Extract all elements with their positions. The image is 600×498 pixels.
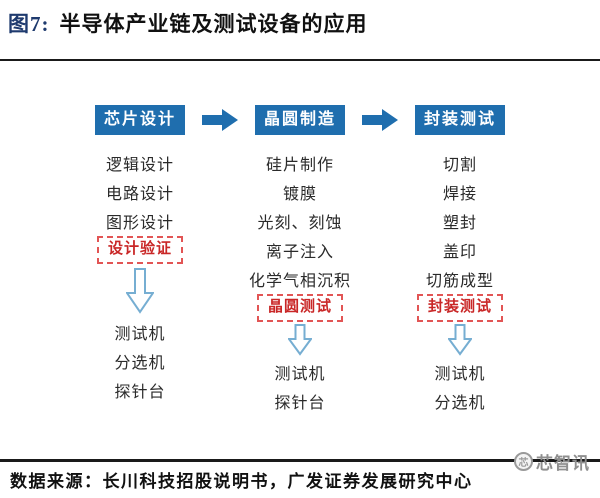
process-step: 化学气相沉积 <box>248 272 351 290</box>
stage-header-chip-design: 芯片设计 <box>94 104 185 136</box>
down-arrow-cell <box>288 323 312 357</box>
equipment-item: 探针台 <box>274 394 326 412</box>
test-stage-cell: 封装测试 <box>416 293 503 323</box>
source-text: 长川科技招股说明书，广发证券发展研究中心 <box>102 472 473 491</box>
down-arrow-icon <box>126 268 154 314</box>
stage-header-cell: 晶圆制造 <box>254 104 345 136</box>
stage-header-wafer-fabrication: 晶圆制造 <box>254 104 345 136</box>
process-step: 镀膜 <box>282 185 317 203</box>
test-stage-cell: 晶圆测试 <box>256 293 343 323</box>
column-package-test: 封装测试 切割 焊接 塑封 盖印 切筋成型 封装测试 测试机 分选机 <box>401 104 519 415</box>
industry-chain-diagram: 芯片设计 逻辑设计 电路设计 图形设计 设计验证 测试机 分选机 探针台 <box>0 104 600 415</box>
process-step: 图形设计 <box>105 214 174 232</box>
process-step: 切筋成型 <box>425 272 494 290</box>
test-stage-wafer-test: 晶圆测试 <box>256 294 343 322</box>
column-chip-design: 芯片设计 逻辑设计 电路设计 图形设计 设计验证 测试机 分选机 探针台 <box>81 104 199 404</box>
right-arrow-icon <box>202 109 238 131</box>
process-step: 焊接 <box>442 185 477 203</box>
stage-arrow-cell <box>362 104 398 136</box>
figure-title: 图7: 半导体产业链及测试设备的应用 <box>8 8 592 38</box>
process-step: 盖印 <box>442 243 477 261</box>
equipment-item: 探针台 <box>114 383 166 401</box>
equipment-item: 测试机 <box>114 325 166 343</box>
stage-arrow-cell <box>202 104 238 136</box>
equipment-item: 测试机 <box>434 365 486 383</box>
figure-number: 图7: <box>8 12 50 36</box>
source-label: 数据来源： <box>10 472 103 491</box>
stage-header-cell: 芯片设计 <box>94 104 185 136</box>
watermark-text: 芯智讯 <box>536 454 590 473</box>
down-arrow-icon <box>288 324 312 356</box>
column-wafer-fabrication: 晶圆制造 硅片制作 镀膜 光刻、刻蚀 离子注入 化学气相沉积 晶圆测试 测试机 … <box>241 104 359 415</box>
stage-header-cell: 封装测试 <box>414 104 505 136</box>
process-step: 离子注入 <box>265 243 334 261</box>
down-arrow-icon <box>448 324 472 356</box>
test-stage-package-test: 封装测试 <box>416 294 503 322</box>
process-step: 塑封 <box>442 214 477 232</box>
process-step: 光刻、刻蚀 <box>257 214 343 232</box>
right-arrow-icon <box>362 109 398 131</box>
watermark-logo-icon: 芯 <box>514 452 533 471</box>
equipment-item: 分选机 <box>434 394 486 412</box>
stage-header-package-test: 封装测试 <box>414 104 505 136</box>
process-step: 切割 <box>442 156 477 174</box>
down-arrow-cell <box>126 265 154 317</box>
source-line: 数据来源：长川科技招股说明书，广发证券发展研究中心 <box>10 467 473 492</box>
equipment-item: 测试机 <box>274 365 326 383</box>
process-step: 硅片制作 <box>265 156 334 174</box>
down-arrow-cell <box>448 323 472 357</box>
process-step: 逻辑设计 <box>105 156 174 174</box>
test-stage-design-verification: 设计验证 <box>96 236 183 264</box>
process-step: 电路设计 <box>105 185 174 203</box>
watermark: 芯 芯智讯 <box>514 449 590 474</box>
test-stage-cell: 设计验证 <box>96 235 183 265</box>
title-divider <box>0 59 600 61</box>
figure-title-text: 半导体产业链及测试设备的应用 <box>59 12 368 36</box>
footer-divider <box>0 459 600 462</box>
equipment-item: 分选机 <box>114 354 166 372</box>
